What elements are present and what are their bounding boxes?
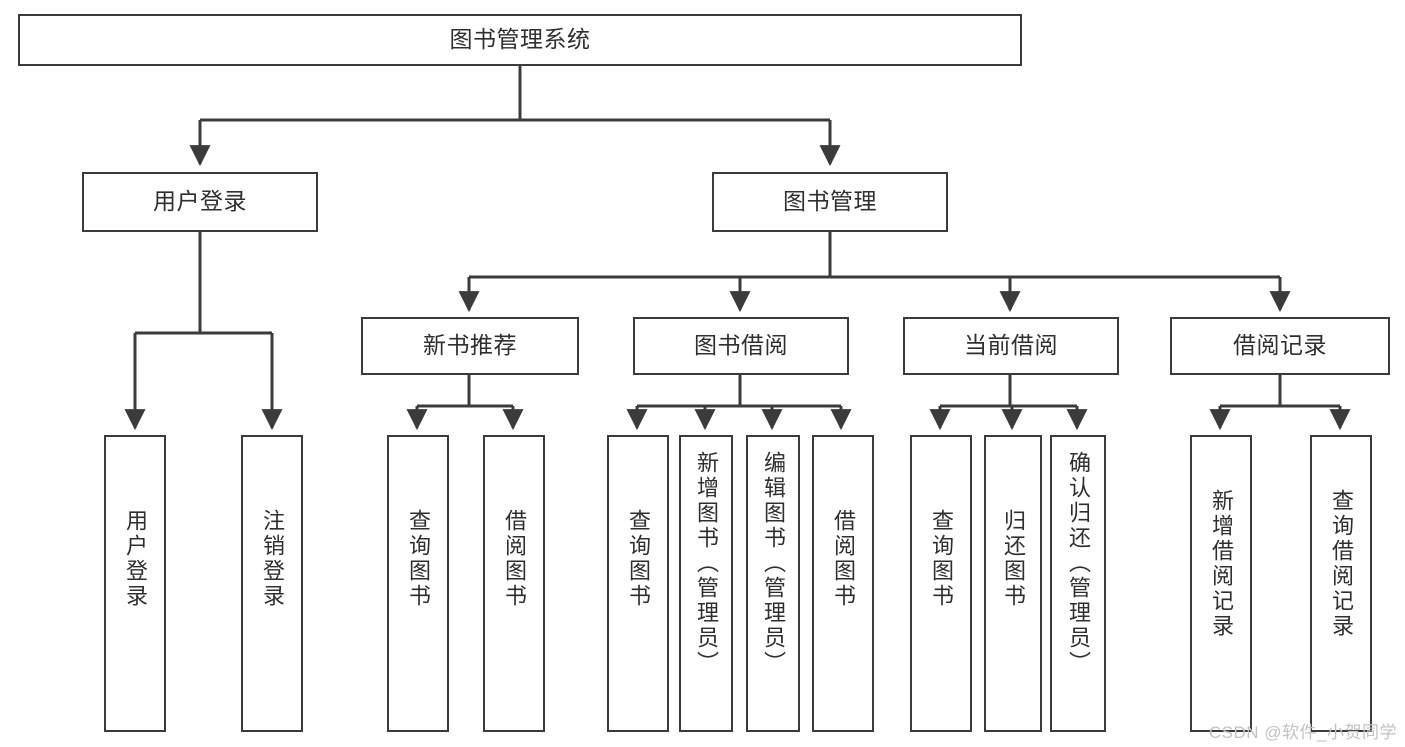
leaf-newbook-borrow-book-label: 借阅图书 [502, 509, 527, 609]
node-book-management[interactable]: 图书管理 [712, 172, 948, 232]
leaf-current-query-book-label: 查询图书 [929, 509, 954, 609]
leaf-user-logout[interactable]: 注销登录 [241, 435, 303, 732]
leaf-borrow-edit-book-admin-label: 编辑图书（管理员） [761, 451, 786, 676]
leaf-borrow-edit-book-admin[interactable]: 编辑图书（管理员） [746, 435, 800, 732]
node-borrow-records-label: 借阅记录 [1233, 332, 1327, 359]
node-current-borrow-label: 当前借阅 [964, 332, 1058, 359]
leaf-user-logout-label: 注销登录 [260, 509, 285, 609]
leaf-records-query-record-label: 查询借阅记录 [1329, 489, 1354, 639]
leaf-user-login[interactable]: 用户登录 [104, 435, 166, 732]
leaf-borrow-add-book-admin[interactable]: 新增图书（管理员） [679, 435, 733, 732]
leaf-records-add-record-label: 新增借阅记录 [1209, 489, 1234, 639]
leaf-borrow-query-book-label: 查询图书 [626, 509, 651, 609]
node-current-borrow[interactable]: 当前借阅 [903, 317, 1119, 375]
leaf-current-confirm-return-admin[interactable]: 确认归还（管理员） [1050, 435, 1106, 732]
node-user-login-label: 用户登录 [153, 188, 247, 215]
leaf-newbook-query-book[interactable]: 查询图书 [387, 435, 449, 732]
node-new-book-recommend-label: 新书推荐 [423, 332, 517, 359]
node-borrow-records[interactable]: 借阅记录 [1170, 317, 1390, 375]
leaf-borrow-borrow-book-label: 借阅图书 [831, 509, 856, 609]
leaf-current-query-book[interactable]: 查询图书 [910, 435, 972, 732]
leaf-current-confirm-return-admin-label: 确认归还（管理员） [1066, 451, 1091, 676]
leaf-newbook-query-book-label: 查询图书 [406, 509, 431, 609]
leaf-records-query-record[interactable]: 查询借阅记录 [1310, 435, 1372, 732]
node-book-management-label: 图书管理 [783, 188, 877, 215]
leaf-current-return-book-label: 归还图书 [1001, 509, 1026, 609]
node-root-label: 图书管理系统 [449, 26, 591, 53]
leaf-user-login-label: 用户登录 [123, 509, 148, 609]
leaf-borrow-borrow-book[interactable]: 借阅图书 [812, 435, 874, 732]
leaf-borrow-query-book[interactable]: 查询图书 [607, 435, 669, 732]
leaf-borrow-add-book-admin-label: 新增图书（管理员） [694, 451, 719, 676]
watermark: CSDN @软件_小贺同学 [1208, 723, 1397, 742]
node-book-borrow-label: 图书借阅 [694, 332, 788, 359]
node-new-book-recommend[interactable]: 新书推荐 [361, 317, 579, 375]
node-book-borrow[interactable]: 图书借阅 [633, 317, 849, 375]
node-user-login[interactable]: 用户登录 [82, 172, 318, 232]
leaf-newbook-borrow-book[interactable]: 借阅图书 [483, 435, 545, 732]
leaf-current-return-book[interactable]: 归还图书 [984, 435, 1042, 732]
leaf-records-add-record[interactable]: 新增借阅记录 [1190, 435, 1252, 732]
node-root[interactable]: 图书管理系统 [18, 14, 1022, 66]
